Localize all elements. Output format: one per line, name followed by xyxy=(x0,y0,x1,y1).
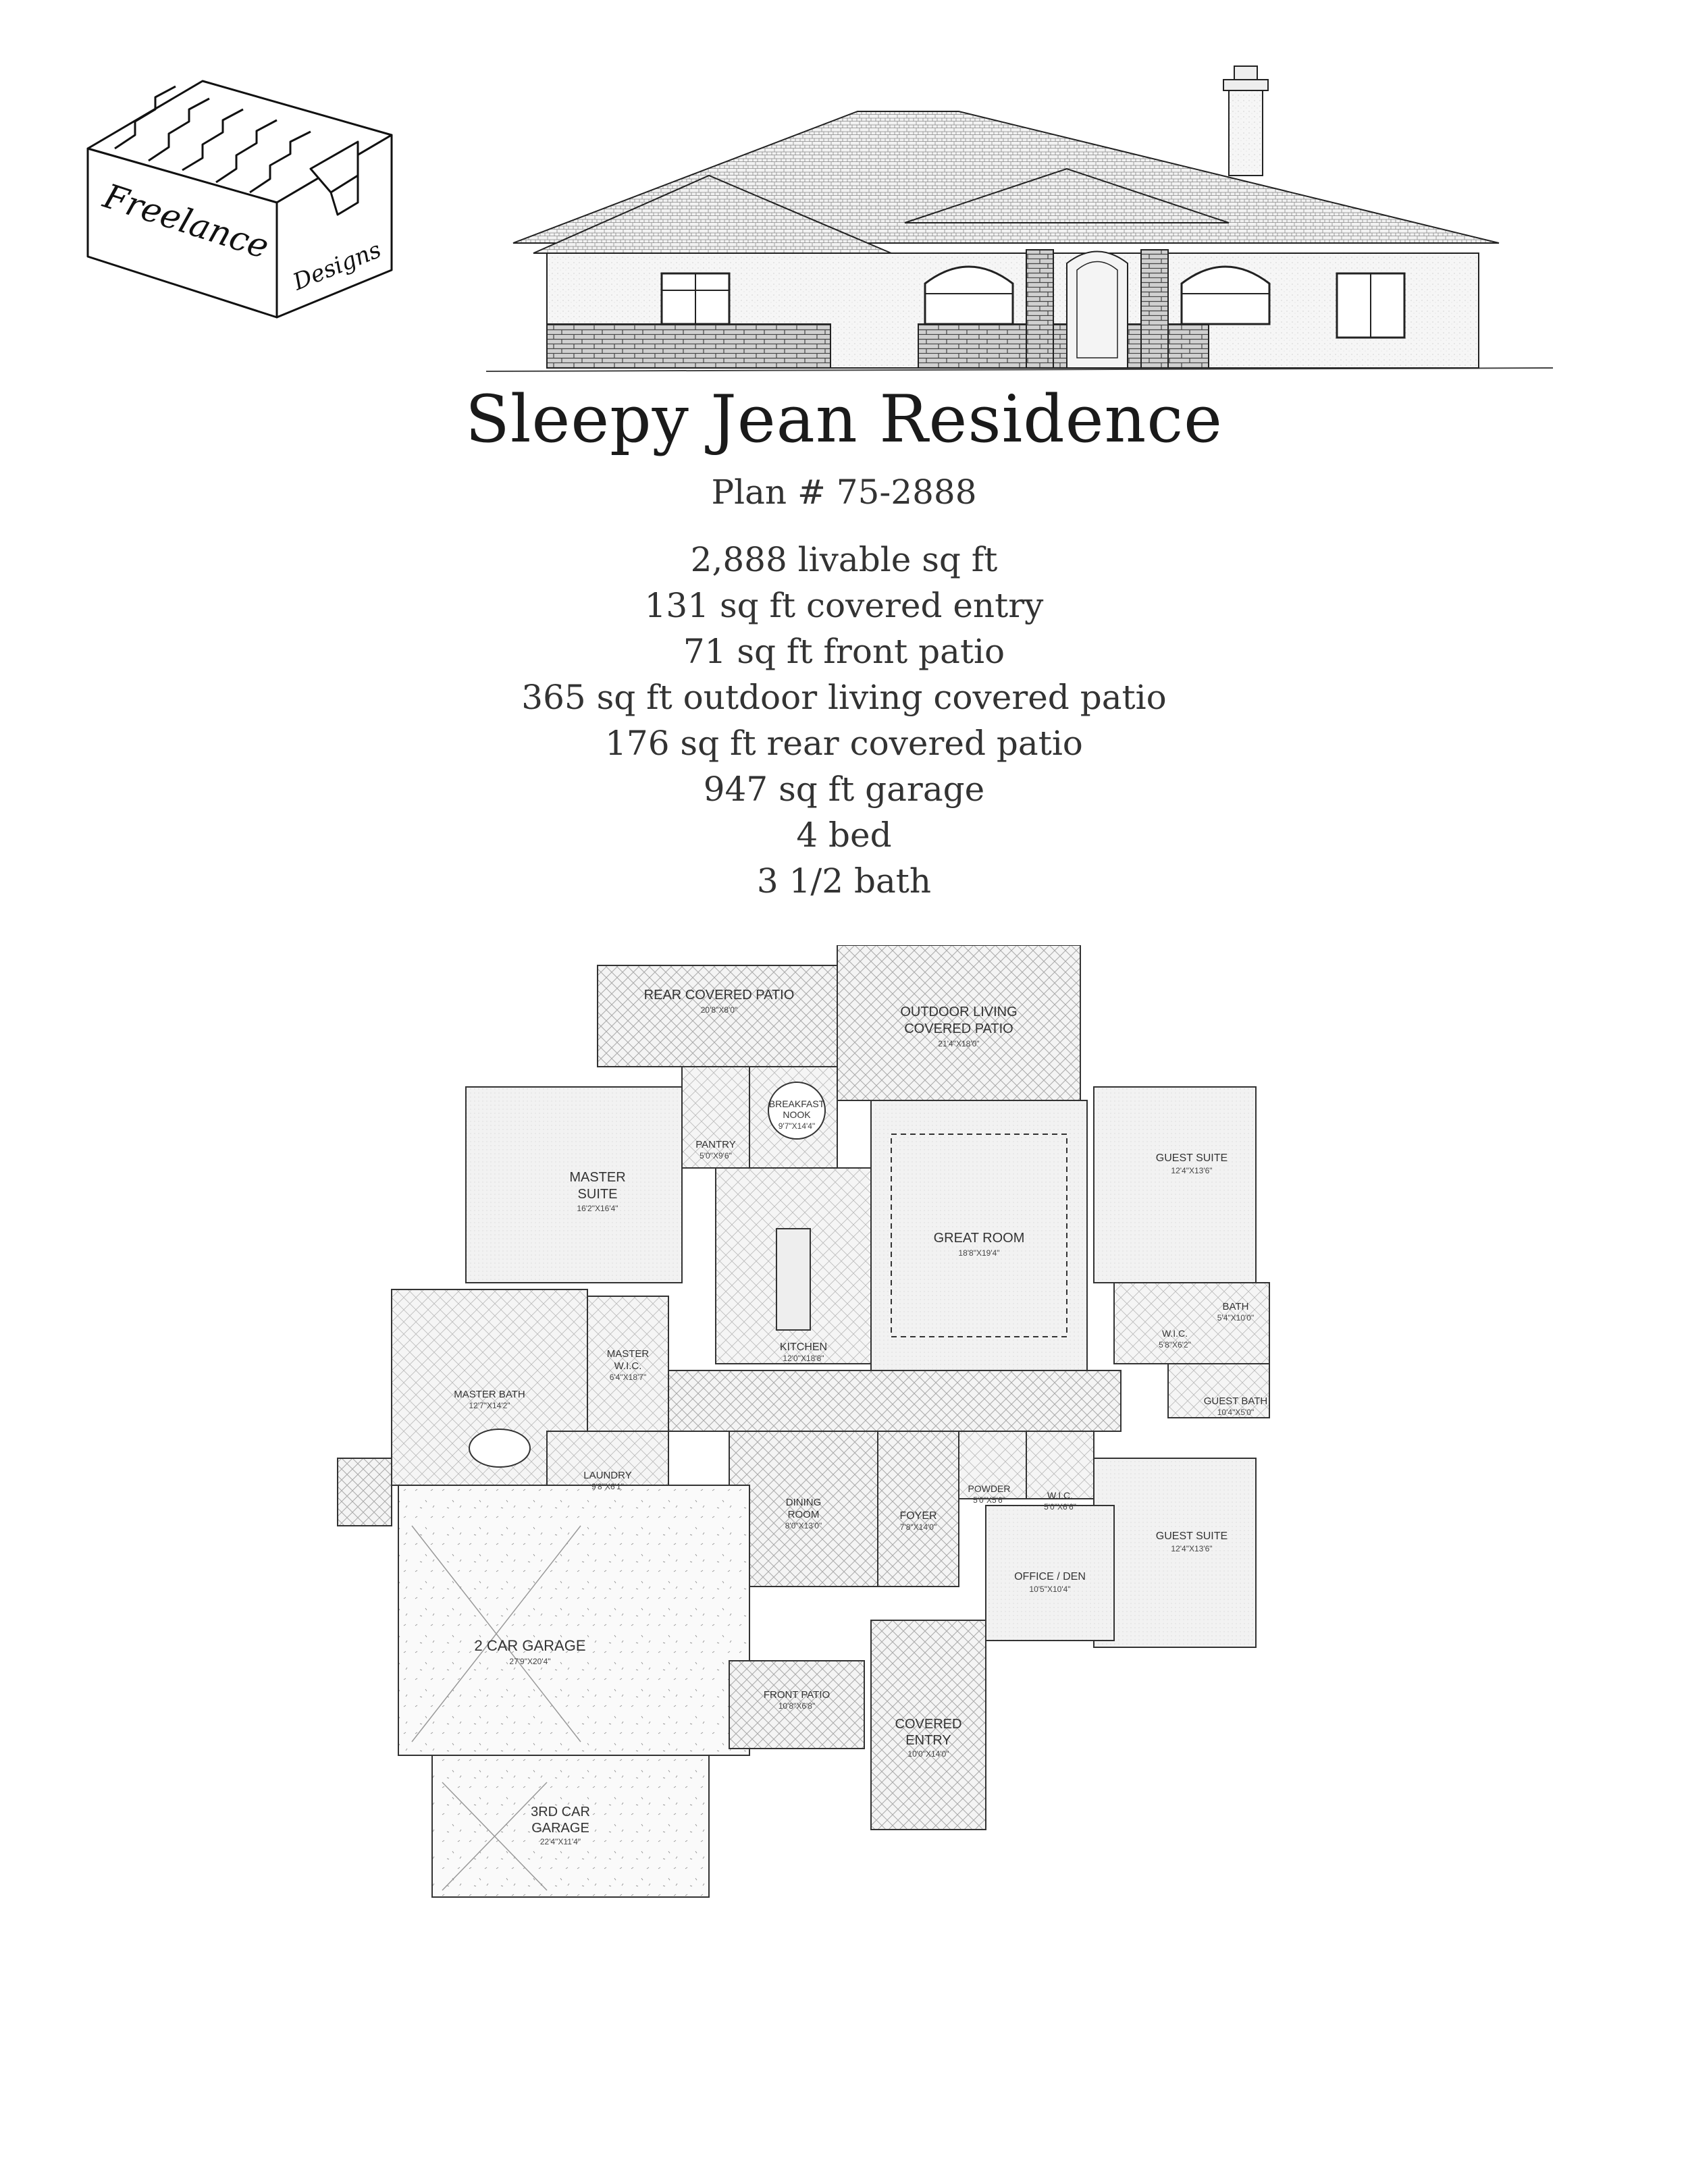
room-dining-line2: ROOM xyxy=(788,1509,820,1520)
dim-2-car-garage: 27'9"X20'4" xyxy=(509,1657,550,1666)
room-2-car-garage: 2 CAR GARAGE xyxy=(474,1637,585,1654)
room-3rd-car-garage-line2: GARAGE xyxy=(531,1821,589,1836)
spec-garage: 947 sq ft garage xyxy=(703,770,985,809)
dim-guest-suite-1: 12'4"X13'6" xyxy=(1171,1166,1212,1175)
spec-front-patio: 71 sq ft front patio xyxy=(683,632,1005,671)
residence-title: Sleepy Jean Residence xyxy=(465,381,1223,457)
front-elevation-drawing xyxy=(486,65,1553,372)
dim-master-bath: 12'7"X14'2" xyxy=(469,1401,510,1410)
room-wic-guest: W.I.C. xyxy=(1162,1328,1188,1339)
dim-powder: 5'0"X5'6" xyxy=(973,1495,1005,1505)
room-pantry: PANTRY xyxy=(695,1139,735,1150)
room-outdoor-living-line2: COVERED PATIO xyxy=(904,1021,1013,1036)
dim-rear-covered-patio: 20'8"X8'0" xyxy=(701,1005,737,1015)
dim-office: 10'5"X10'4" xyxy=(1029,1584,1070,1594)
room-laundry: LAUNDRY xyxy=(583,1470,631,1481)
room-rear-covered-patio: REAR COVERED PATIO xyxy=(644,988,795,1003)
dim-great-room: 18'8"X19'4" xyxy=(958,1248,999,1258)
room-outdoor-living: OUTDOOR LIVING xyxy=(900,1005,1017,1019)
freelance-designs-logo: Freelance Designs xyxy=(86,80,393,319)
floor-plan-drawing: REAR COVERED PATIO 20'8"X8'0" OUTDOOR LI… xyxy=(337,945,1270,1898)
room-foyer: FOYER xyxy=(899,1510,937,1522)
room-breakfast-line2: NOOK xyxy=(783,1109,811,1120)
spec-covered-entry: 131 sq ft covered entry xyxy=(644,586,1044,625)
room-covered-entry: COVERED xyxy=(895,1717,962,1732)
room-guest-suite-1: GUEST SUITE xyxy=(1156,1152,1228,1164)
room-master-bath: MASTER BATH xyxy=(454,1389,525,1400)
room-master-wic-line2: W.I.C. xyxy=(614,1360,642,1372)
room-3rd-car-garage: 3RD CAR xyxy=(531,1805,590,1819)
room-breakfast: BREAKFAST xyxy=(769,1098,825,1109)
dim-guest-suite-2: 12'4"X13'6" xyxy=(1171,1544,1212,1553)
room-great-room: GREAT ROOM xyxy=(934,1231,1025,1246)
room-master-wic: MASTER xyxy=(607,1348,650,1360)
room-guest-bath: GUEST BATH xyxy=(1204,1395,1267,1407)
room-kitchen: KITCHEN xyxy=(780,1341,827,1353)
dim-laundry: 9'8"X6'1" xyxy=(591,1482,624,1491)
dim-master-wic: 6'4"X18'7" xyxy=(610,1373,646,1382)
room-wic-2: W.I.C. xyxy=(1047,1490,1073,1501)
spec-bathrooms: 3 1/2 bath xyxy=(756,861,932,901)
dim-wic-guest: 5'8"X6'2" xyxy=(1159,1340,1191,1350)
dim-pantry: 5'0"X9'6" xyxy=(700,1151,732,1161)
dim-master-suite: 16'2"X16'4" xyxy=(577,1204,618,1213)
dim-3rd-car-garage: 22'4"X11'4" xyxy=(540,1837,581,1846)
dim-outdoor-living: 21'4"X18'0" xyxy=(938,1039,979,1048)
room-master-suite: MASTER xyxy=(569,1170,625,1185)
room-front-patio: FRONT PATIO xyxy=(764,1689,830,1701)
spec-outdoor-living: 365 sq ft outdoor living covered patio xyxy=(521,678,1167,717)
spec-list: 2,888 livable sq ft 131 sq ft covered en… xyxy=(0,537,1688,904)
dim-covered-entry: 10'0"X14'0" xyxy=(907,1749,949,1759)
spec-rear-patio: 176 sq ft rear covered patio xyxy=(605,724,1083,763)
spec-bedrooms: 4 bed xyxy=(796,816,892,855)
room-guest-suite-2: GUEST SUITE xyxy=(1156,1530,1228,1542)
room-powder: POWDER xyxy=(968,1483,1011,1494)
room-dining: DINING xyxy=(786,1497,822,1508)
dim-foyer: 7'8"X14'0" xyxy=(900,1522,937,1532)
plan-number: Plan # 75-2888 xyxy=(711,473,977,512)
dim-kitchen: 12'0"X18'8" xyxy=(783,1354,824,1363)
room-bath: BATH xyxy=(1223,1301,1249,1312)
room-office: OFFICE / DEN xyxy=(1014,1571,1086,1582)
room-master-suite-line2: SUITE xyxy=(578,1187,618,1202)
dim-guest-bath: 10'4"X5'0" xyxy=(1217,1408,1254,1417)
dim-bath: 5'4"X10'0" xyxy=(1217,1313,1254,1323)
room-covered-entry-line2: ENTRY xyxy=(905,1733,951,1748)
spec-livable: 2,888 livable sq ft xyxy=(690,540,998,579)
dim-front-patio: 10'8"X6'8" xyxy=(779,1701,815,1711)
dim-dining: 8'0"X13'0" xyxy=(785,1521,822,1530)
dim-wic-2: 5'0"X6'6" xyxy=(1044,1502,1076,1512)
dim-breakfast: 9'7"X14'4" xyxy=(779,1121,815,1131)
